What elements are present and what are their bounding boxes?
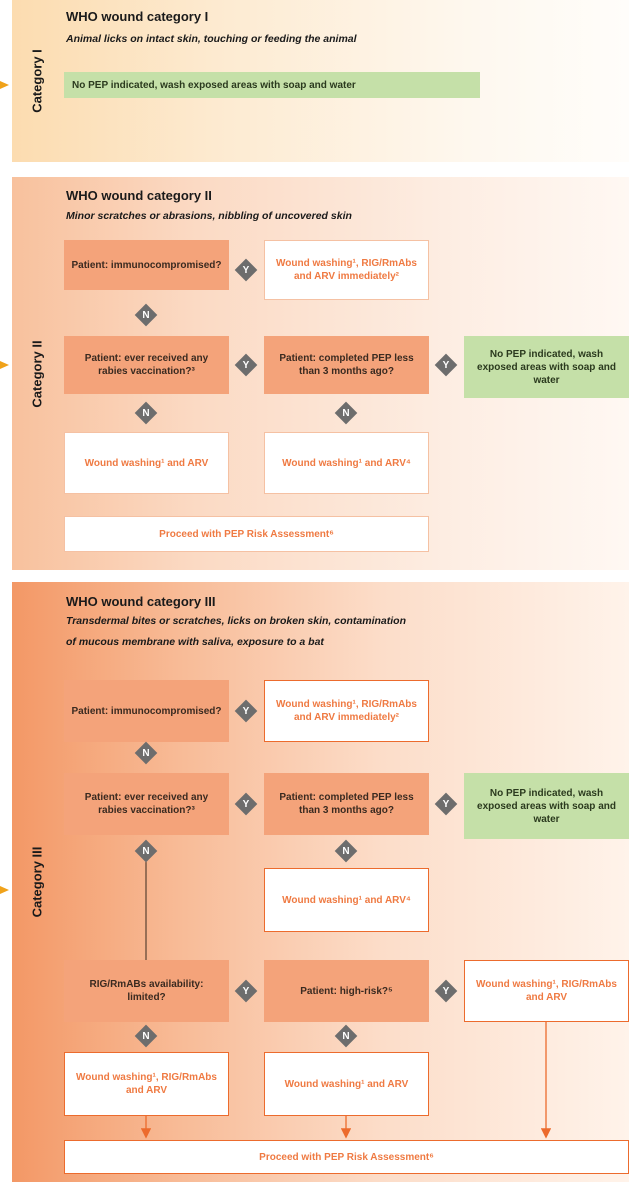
category-1-subtitle: Animal licks on intact skin, touching or… bbox=[66, 33, 357, 45]
no-label: N bbox=[342, 407, 350, 419]
no-label: N bbox=[142, 407, 150, 419]
cat3-proceed-risk-assessment: Proceed with PEP Risk Assessment⁶ bbox=[64, 1140, 629, 1174]
category-3-entry-arrow bbox=[0, 886, 9, 894]
category-1-outcome: No PEP indicated, wash exposed areas wit… bbox=[64, 72, 480, 98]
cat2-proceed-risk-assessment: Proceed with PEP Risk Assessment⁶ bbox=[64, 516, 429, 552]
cat2-outcome-wash-arv-4: Wound washing¹ and ARV⁴ bbox=[264, 432, 429, 494]
cat2-question-immunocompromised: Patient: immunocompromised? bbox=[64, 240, 229, 290]
yes-label: Y bbox=[242, 264, 250, 276]
cat2-question-pep-3-months: Patient: completed PEP less than 3 month… bbox=[264, 336, 429, 394]
category-3-subtitle-line-2: of mucous membrane with saliva, exposure… bbox=[66, 636, 324, 648]
cat3-outcome-not-high-risk: Wound washing¹ and ARV bbox=[264, 1052, 429, 1116]
cat2-outcome-no-pep: No PEP indicated, wash exposed areas wit… bbox=[464, 336, 629, 398]
category-2-entry-arrow bbox=[0, 361, 9, 369]
category-3-title: WHO wound category III bbox=[66, 594, 216, 609]
cat3-question-rig-availability: RIG/RmABs availability: limited? bbox=[64, 960, 229, 1022]
no-label: N bbox=[342, 1030, 350, 1042]
no-label: N bbox=[142, 747, 150, 759]
yes-label: Y bbox=[442, 359, 450, 371]
cat3-outcome-no-pep: No PEP indicated, wash exposed areas wit… bbox=[464, 773, 629, 839]
cat2-outcome-rig-immediately: Wound washing¹, RIG/RmAbs and ARV immedi… bbox=[264, 240, 429, 300]
category-2-subtitle: Minor scratches or abrasions, nibbling o… bbox=[66, 210, 352, 222]
no-label: N bbox=[142, 845, 150, 857]
cat3-outcome-wash-arv-4: Wound washing¹ and ARV⁴ bbox=[264, 868, 429, 932]
cat2-question-vaccination: Patient: ever received any rabies vaccin… bbox=[64, 336, 229, 394]
yes-label: Y bbox=[442, 985, 450, 997]
cat3-question-vaccination: Patient: ever received any rabies vaccin… bbox=[64, 773, 229, 835]
cat3-question-high-risk: Patient: high-risk?⁵ bbox=[264, 960, 429, 1022]
cat3-question-immunocompromised: Patient: immunocompromised? bbox=[64, 680, 229, 742]
cat3-outcome-high-risk-rig: Wound washing¹, RIG/RmAbs and ARV bbox=[464, 960, 629, 1022]
category-1-entry-arrow bbox=[0, 81, 9, 89]
yes-label: Y bbox=[242, 798, 250, 810]
yes-label: Y bbox=[442, 798, 450, 810]
no-label: N bbox=[342, 845, 350, 857]
yes-label: Y bbox=[242, 985, 250, 997]
cat3-outcome-rig-immediately: Wound washing¹, RIG/RmAbs and ARV immedi… bbox=[264, 680, 429, 742]
no-label: N bbox=[142, 309, 150, 321]
yes-label: Y bbox=[242, 359, 250, 371]
cat3-outcome-rig-limited-no: Wound washing¹, RIG/RmAbs and ARV bbox=[64, 1052, 229, 1116]
category-2-title: WHO wound category II bbox=[66, 188, 212, 203]
cat2-outcome-wash-arv: Wound washing¹ and ARV bbox=[64, 432, 229, 494]
no-label: N bbox=[142, 1030, 150, 1042]
category-1-title: WHO wound category I bbox=[66, 9, 209, 24]
cat3-question-pep-3-months: Patient: completed PEP less than 3 month… bbox=[264, 773, 429, 835]
category-3-subtitle-line-1: Transdermal bites or scratches, licks on… bbox=[66, 615, 406, 627]
yes-label: Y bbox=[242, 705, 250, 717]
